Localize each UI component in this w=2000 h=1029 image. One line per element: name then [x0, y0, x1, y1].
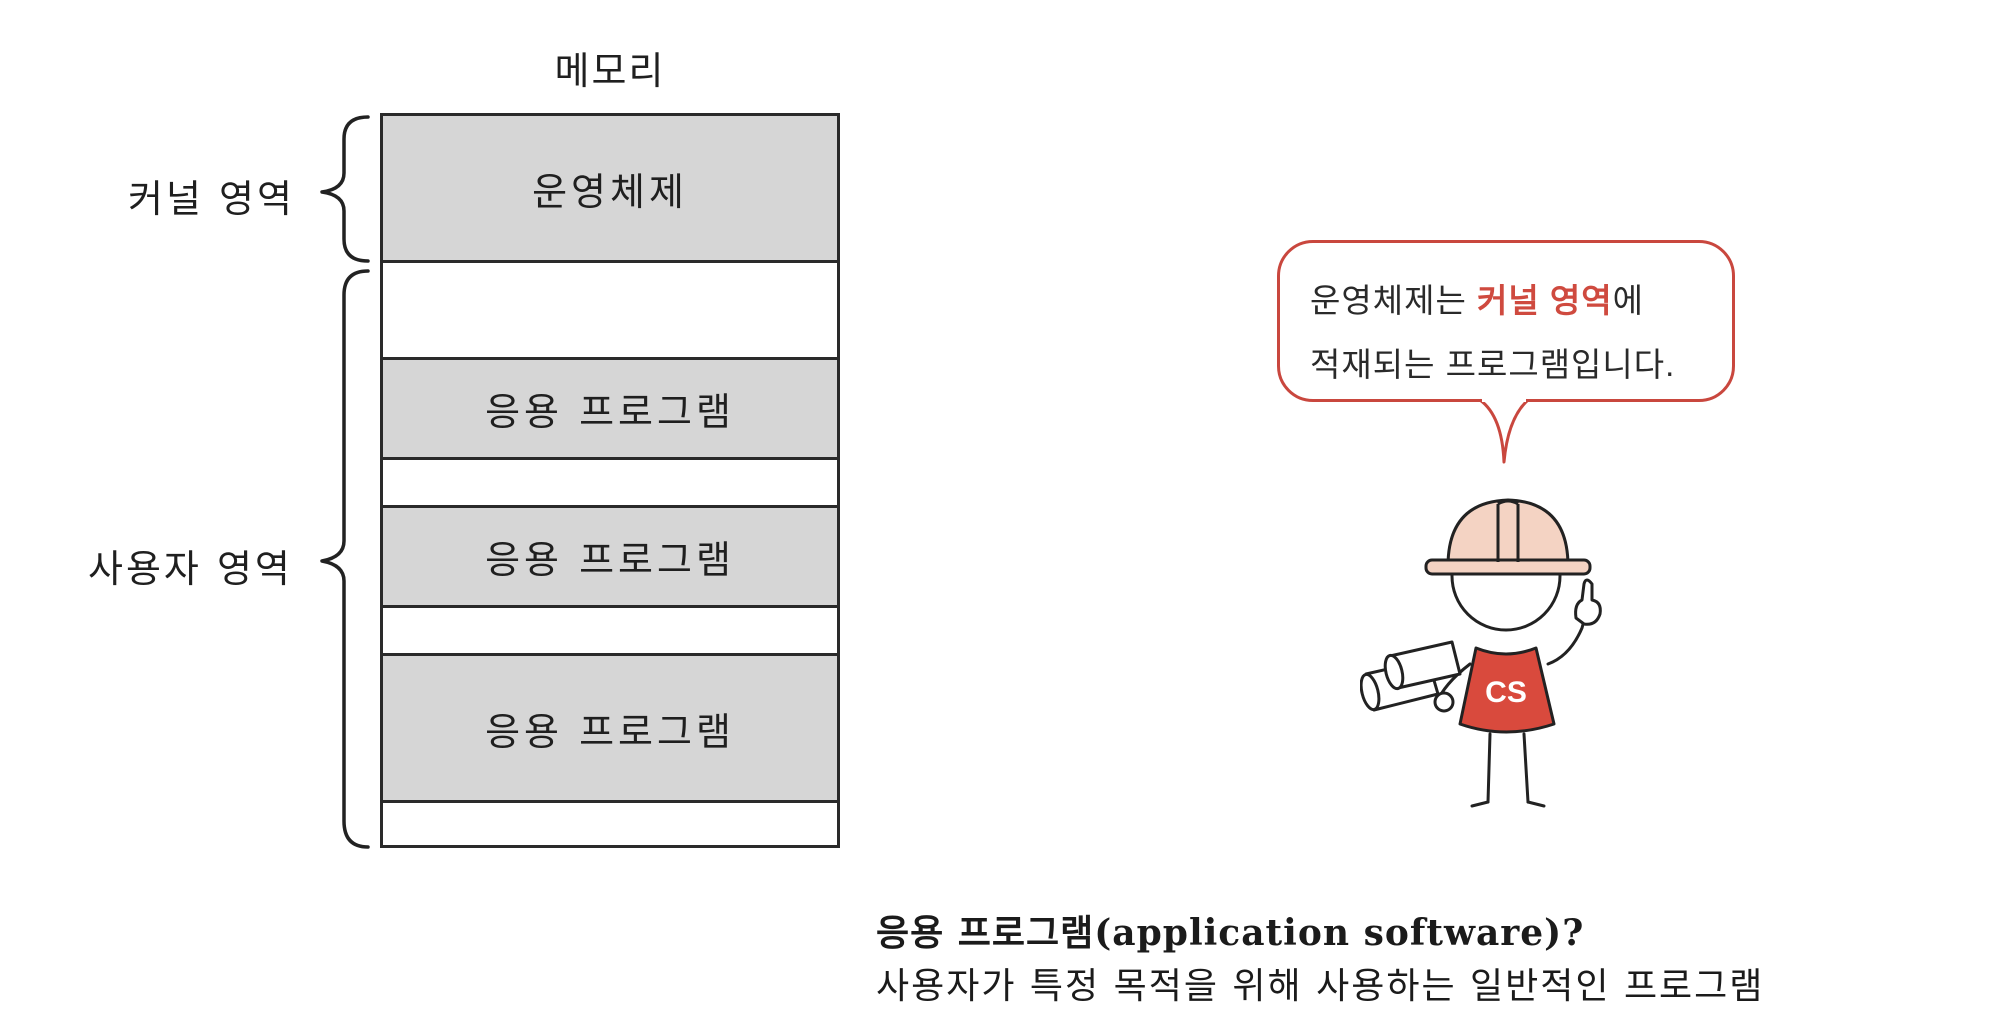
memory-diagram: 운영체제 응용 프로그램 응용 프로그램 응용 프로그램: [380, 113, 840, 848]
user-region-brace: [320, 269, 370, 849]
bubble-line-1: 운영체제는 커널 영역에: [1310, 282, 1644, 319]
character-legs: [1486, 732, 1530, 804]
os-block: 운영체제: [383, 116, 837, 263]
blueprint-roll-icon: [1360, 640, 1462, 713]
empty-block: [383, 263, 837, 360]
app-block-label: 응용 프로그램: [485, 709, 735, 754]
definition-term: 응용 프로그램(application software)?: [876, 912, 1585, 954]
character-shirt: [1458, 646, 1556, 734]
app-block-label: 응용 프로그램: [485, 538, 735, 582]
bubble-tail: [1479, 396, 1530, 464]
empty-block: [383, 608, 837, 656]
helmet-icon: [1446, 498, 1570, 568]
kernel-region-brace: [320, 115, 370, 263]
shirt-label: CS: [1485, 676, 1527, 709]
bubble-line-2: 적재되는 프로그램입니다.: [1310, 346, 1676, 383]
app-block: 응용 프로그램: [383, 656, 837, 803]
mascot-character: CS: [1360, 498, 1602, 808]
app-block: 응용 프로그램: [383, 508, 837, 608]
app-block: 응용 프로그램: [383, 360, 837, 460]
bubble-highlight: 커널 영역: [1476, 282, 1613, 319]
definition-text: 응용 프로그램(application software)? 사용자가 특정 목…: [876, 906, 2000, 1014]
memory-title: 메모리: [554, 49, 666, 93]
app-block-label: 응용 프로그램: [485, 390, 735, 434]
empty-block: [383, 803, 837, 845]
pointing-hand-icon: [1574, 578, 1602, 626]
region-braces: [320, 115, 370, 849]
empty-block: [383, 460, 837, 508]
user-region-label: 사용자 영역: [88, 547, 293, 591]
kernel-region-label: 커널 영역: [128, 177, 295, 221]
definition-description: 사용자가 특정 목적을 위해 사용하는 일반적인 프로그램: [876, 966, 1765, 1007]
os-block-label: 운영체제: [532, 169, 688, 214]
speech-bubble: 운영체제는 커널 영역에 적재되는 프로그램입니다.: [1277, 240, 1735, 402]
